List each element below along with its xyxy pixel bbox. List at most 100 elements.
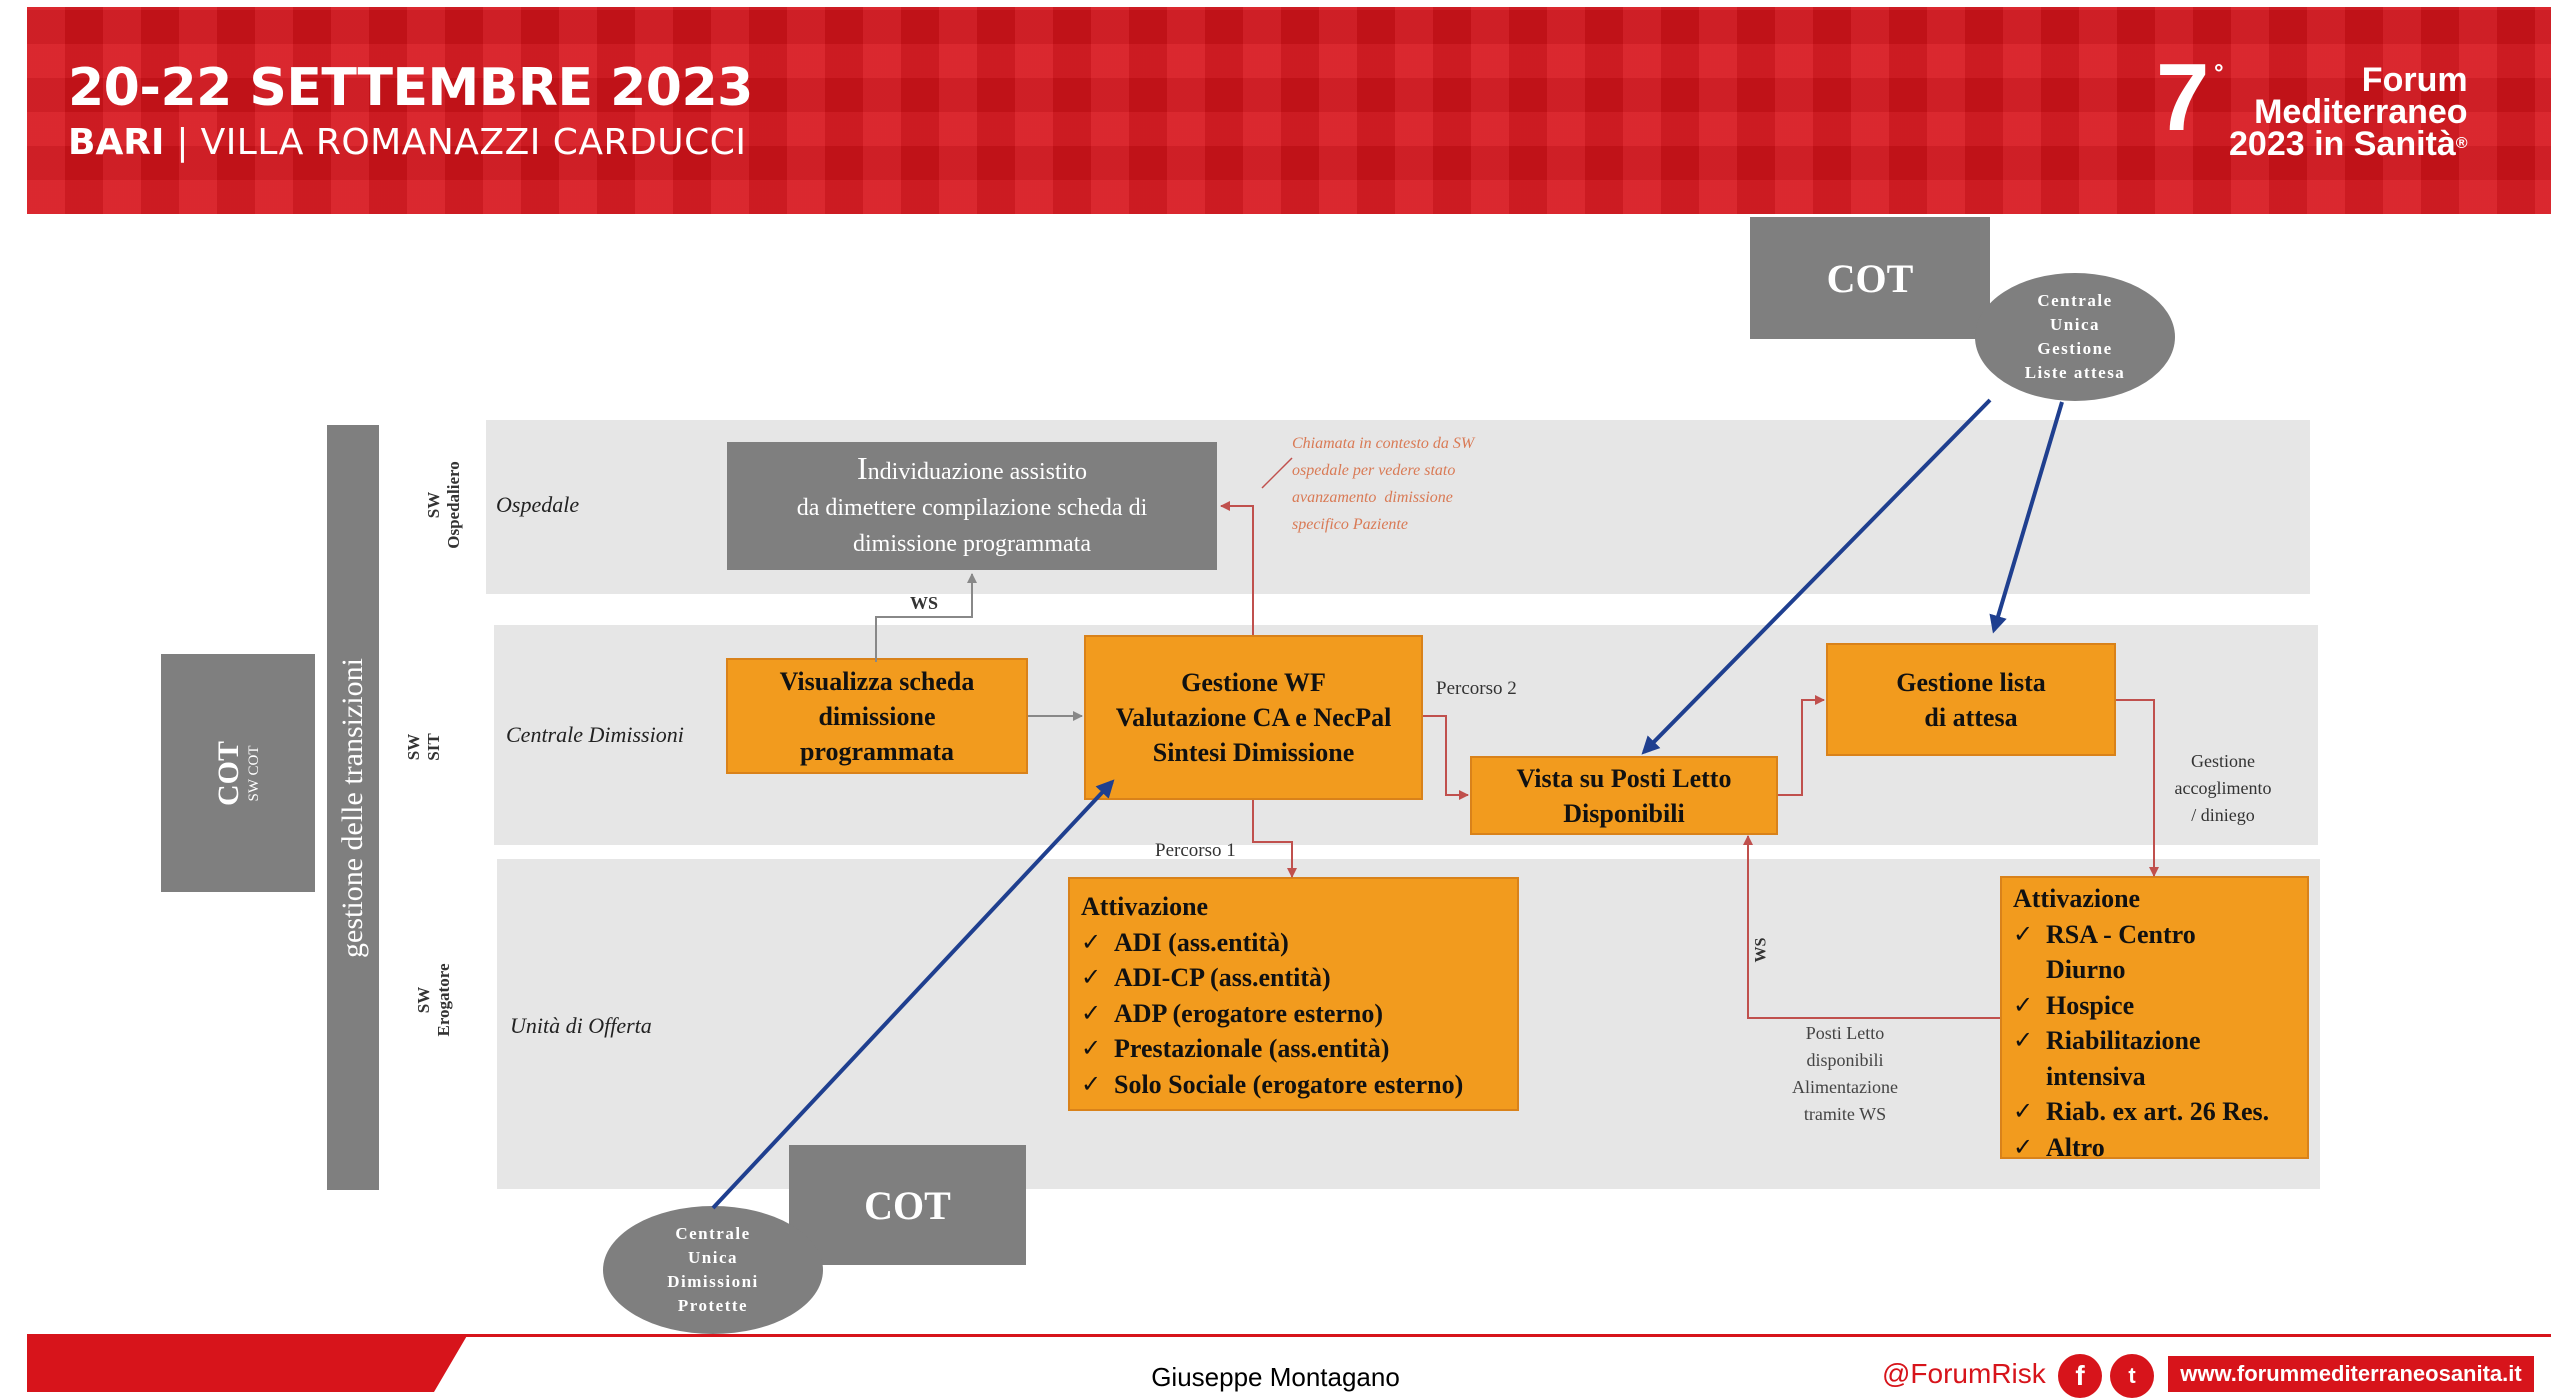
individuazione-box: Individuazione assistito da dimettere co…	[727, 442, 1217, 570]
attivazione-title: Attivazione	[1081, 892, 1209, 921]
individuazione-initial: I	[857, 450, 868, 486]
gestione-wf-box: Gestione WF Valutazione CA e NecPal Sint…	[1084, 635, 1423, 800]
transitions-bar	[327, 425, 379, 1190]
box-line: Sintesi Dimissione	[1152, 738, 1355, 767]
cot-left-box: COT SW COT	[161, 654, 315, 892]
check-icon: ✓	[2013, 919, 2034, 948]
lista-to-attivazione-connector	[2116, 699, 2159, 877]
list-item-label: ADP (erogatore esterno)	[1114, 998, 1384, 1028]
check-icon: ✓	[1081, 963, 1102, 991]
ellipse-text: Centrale Unica Dimissioni Protette	[667, 1222, 759, 1318]
attivazione-percorso1-box: Attivazione ✓ADI (ass.entità) ✓ADI-CP (a…	[1068, 877, 1519, 1111]
ellipse-line: Centrale	[2037, 291, 2113, 310]
list-item-label: Riab. ex art. 26 Res.	[2046, 1097, 2270, 1126]
individuazione-line-1-rest: ndividuazione assistito	[867, 459, 1087, 485]
list-item: ✓ADI (ass.entità)	[1081, 925, 1517, 961]
list-item: ✓ADP (erogatore esterno)	[1081, 996, 1517, 1032]
cot-bottom-box: COT	[789, 1145, 1026, 1265]
note-line: ospedale per vedere stato	[1292, 462, 1456, 479]
gestione-lista-attesa-box: Gestione lista di attesa	[1826, 643, 2116, 756]
logo-line-2: Mediterraneo	[2254, 93, 2468, 131]
cot-bottom-to-wf-arrow	[711, 779, 1115, 1210]
ellipse-line: Gestione	[2037, 339, 2113, 358]
percorso-2-connector	[1423, 715, 1469, 800]
box-line: Gestione WF	[1181, 668, 1326, 697]
percorso-2-label: Percorso 2	[1436, 678, 1517, 699]
list-item: ✓ADI-CP (ass.entità)	[1081, 960, 1517, 996]
header-banner	[27, 7, 2551, 214]
presenter-name: Giuseppe Montagano	[1151, 1362, 1400, 1392]
logo-registered: ®	[2455, 135, 2468, 152]
cot-top-title: COT	[1826, 255, 1914, 301]
website-link[interactable]: www.forummediterraneosanita.it	[2168, 1356, 2534, 1392]
chiamata-pointer	[1261, 457, 1293, 489]
attivazione-title: Attivazione	[2013, 884, 2141, 913]
centrale-dimissioni-ellipse: Centrale Unica Dimissioni Protette	[603, 1206, 823, 1334]
ellipse-line: Unica	[688, 1248, 738, 1267]
box-text: Gestione lista di attesa	[1896, 665, 2046, 735]
box-text: Visualizza scheda dimissione programmata	[780, 664, 975, 769]
check-icon: ✓	[1081, 927, 1102, 956]
cot-bottom-title: COT	[864, 1182, 951, 1228]
label-line: disponibili	[1806, 1050, 1884, 1070]
venue-name: VILLA ROMANAZZI CARDUCCI	[200, 122, 747, 163]
individuazione-line-3: dimissione programmata	[853, 531, 1091, 557]
box-line: Visualizza scheda	[779, 666, 975, 696]
box-line: Valutazione CA e NecPal	[1115, 703, 1392, 732]
note-line: specifico Paziente	[1292, 516, 1408, 533]
list-item-label: Altro	[2046, 1132, 2105, 1162]
twitter-icon[interactable]: t	[2110, 1354, 2154, 1398]
logo-line-3: 2023 in Sanità	[2229, 125, 2456, 163]
box-line: di attesa	[1924, 702, 2018, 732]
lane-label-unita: Unità di Offerta	[510, 1013, 652, 1038]
ws-label: WS	[910, 593, 939, 613]
ellipse-line: Unica	[2050, 315, 2100, 334]
label-line: / diniego	[2191, 805, 2255, 825]
label-line: Alimentazione	[1792, 1077, 1898, 1097]
box-line: Disponibili	[1563, 798, 1685, 828]
percorso-1-label: Percorso 1	[1155, 840, 1236, 861]
list-item-line: Riabilitazione	[2046, 1026, 2201, 1055]
venue-separator: |	[176, 122, 189, 163]
label-line: tramite WS	[1803, 1104, 1887, 1124]
check-icon: ✓	[2013, 1132, 2034, 1161]
box-line: Vista su Posti Letto	[1516, 763, 1732, 793]
lane-label-centrale: Centrale Dimissioni	[506, 722, 684, 747]
list-item: ✓ Altro	[2013, 1130, 2307, 1166]
visualizza-scheda-box: Visualizza scheda dimissione programmata	[726, 658, 1028, 774]
social-handle[interactable]: @ForumRisk	[1882, 1358, 2046, 1389]
label-line: Gestione	[2191, 751, 2255, 771]
list-item: ✓Hospice	[2013, 988, 2307, 1024]
ellipse-line: Protette	[677, 1296, 749, 1315]
logo-line-3-wrap: 2023 in Sanità®	[2229, 125, 2468, 163]
individuazione-line-2: da dimettere compilazione scheda di	[796, 495, 1148, 521]
check-icon: ✓	[2013, 1026, 2034, 1054]
vista-to-lista-connector	[1778, 695, 1825, 796]
ellipse-line: Dimissioni	[667, 1272, 759, 1291]
ellipse-line: Centrale	[675, 1224, 751, 1243]
facebook-icon[interactable]: f	[2058, 1354, 2102, 1398]
box-line: Gestione lista	[1896, 667, 2046, 697]
vista-posti-letto-box: Vista su Posti Letto Disponibili	[1470, 756, 1778, 835]
footer-bar	[27, 1334, 2551, 1392]
ellipse-line: Liste attesa	[2024, 363, 2126, 382]
forum-logo: Forum Mediterraneo 2023 in Sanità®	[2229, 63, 2468, 163]
event-city: BARI	[68, 122, 165, 163]
check-icon: ✓	[1081, 1069, 1102, 1098]
box-text: Gestione WF Valutazione CA e NecPal Sint…	[1116, 665, 1392, 770]
event-venue: BARI | VILLA ROMANAZZI CARDUCCI	[68, 122, 747, 163]
ellipse-text: Centrale Unica Gestione Liste attesa	[2025, 289, 2126, 385]
box-line: dimissione	[818, 701, 936, 731]
list-item-line: Diurno	[2046, 955, 2126, 984]
logo-number: 7	[2156, 44, 2210, 151]
list-item: ✓Solo Sociale (erogatore esterno)	[1081, 1067, 1517, 1103]
cot-top-box: COT	[1750, 217, 1990, 339]
